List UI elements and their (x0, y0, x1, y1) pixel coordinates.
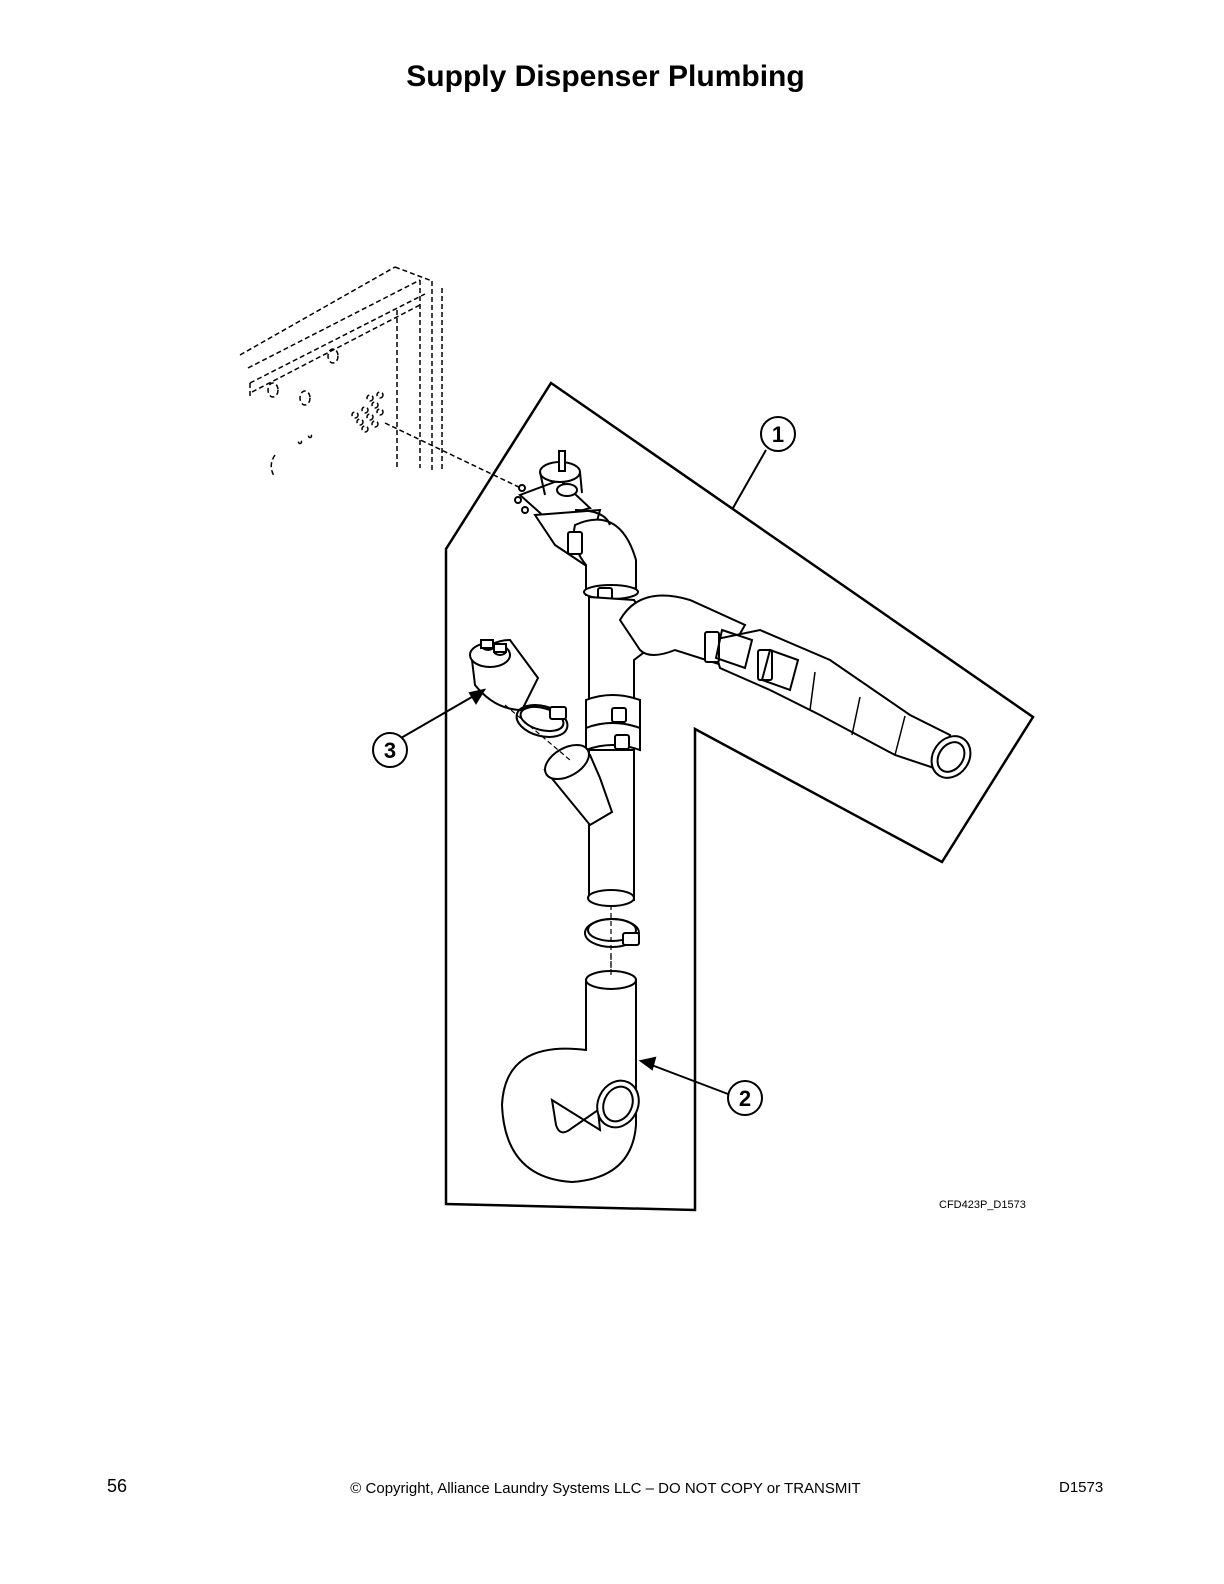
main-pipe-clamps (585, 694, 641, 752)
callout-2-number: 2 (739, 1086, 751, 1111)
page-number: 56 (107, 1476, 128, 1496)
assembly-boundary (444, 381, 1035, 1212)
callout-3: 3 (372, 732, 408, 768)
wye-branch (543, 743, 635, 907)
copyright-notice: © Copyright, Alliance Laundry Systems LL… (350, 1480, 861, 1497)
callout-leaders (400, 449, 767, 1095)
document-code: D1573 (1059, 1479, 1104, 1496)
drain-hose (618, 594, 972, 779)
p-trap (500, 955, 640, 1184)
figure-code: CFD423P_D1573 (939, 1199, 1026, 1211)
callout-2: 2 (727, 1080, 763, 1116)
callout-1: 1 (760, 416, 796, 452)
cap-hose-clamp (504, 704, 571, 761)
pipe-cap (469, 638, 540, 712)
lower-hose-clamp (584, 905, 640, 975)
callout-1-number: 1 (772, 422, 784, 447)
callout-3-number: 3 (384, 738, 396, 763)
machine-panel-outline (239, 266, 526, 491)
page-title: Supply Dispenser Plumbing (406, 60, 805, 93)
